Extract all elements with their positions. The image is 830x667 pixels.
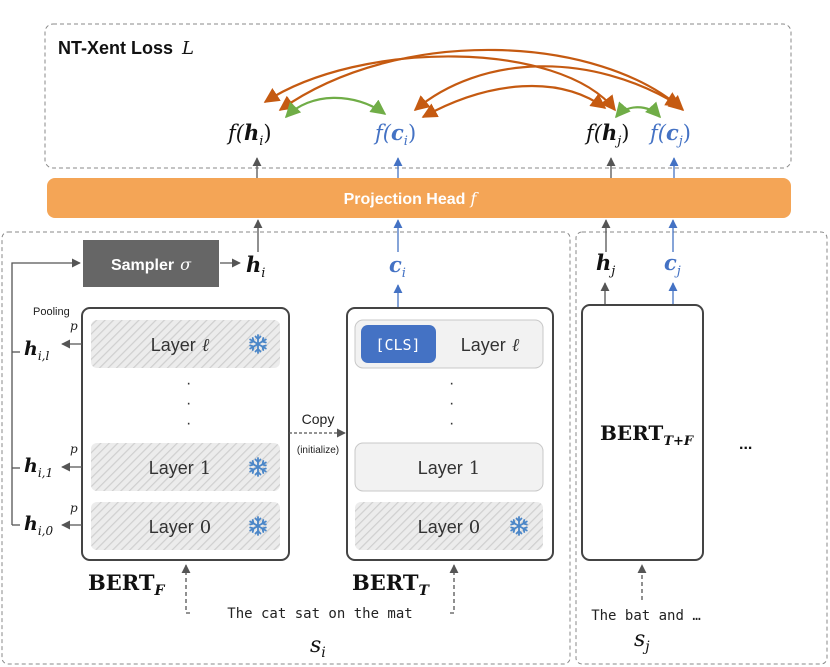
- bert-f-vdots: ·: [186, 375, 191, 392]
- output-h-i: hi: [246, 252, 265, 281]
- bert-t-label: BERTT: [352, 570, 430, 599]
- projection-head: [47, 178, 791, 218]
- pooling-p-l: p: [70, 319, 78, 333]
- copy-label: Copy: [302, 411, 335, 427]
- bert-f-layer-l: [91, 320, 280, 368]
- pooling-label: Pooling: [33, 306, 70, 318]
- pooled-h-i0: hi,0: [24, 513, 53, 538]
- bert-t-box: [346, 307, 554, 561]
- bert-t-vdots-3: ·: [449, 415, 454, 432]
- term-f-hj: f(hj): [584, 120, 629, 149]
- right-encoder-box: [575, 231, 828, 665]
- term-f-hi: f(hi): [226, 120, 272, 149]
- bert-f-box: [81, 307, 290, 561]
- term-f-cj: f(cj): [648, 120, 691, 149]
- output-c-i: ci: [389, 252, 406, 281]
- term-f-ci: f(ci): [373, 120, 416, 149]
- bert-f-layer-1: [91, 443, 280, 491]
- bert-t-layer-0: [355, 502, 543, 550]
- pooled-h-i1: hi,1: [24, 455, 53, 480]
- ellipsis: ...: [739, 436, 752, 453]
- sampler-box: [83, 240, 219, 287]
- loss-symbol: L: [181, 38, 194, 59]
- loss-title: NT-Xent Loss L: [58, 38, 194, 59]
- sentence-i-text: The cat sat on the mat: [227, 606, 412, 622]
- pooling-to-sampler-line: [11, 258, 81, 525]
- bert-tf-box: [581, 304, 704, 561]
- pooled-h-il: hi,l: [24, 338, 49, 363]
- bert-t-vdots: ·: [449, 375, 454, 392]
- bert-f-layer-0: [91, 502, 280, 550]
- cls-token-label: [CLS]: [375, 336, 420, 354]
- output-c-j: cj: [664, 250, 681, 279]
- bert-f-label: BERTF: [88, 570, 165, 599]
- cls-token: [361, 325, 436, 363]
- sentence-i-line-left: [181, 564, 191, 614]
- sentence-j-text: The bat and …: [591, 608, 701, 624]
- sentence-i-line-right: [449, 564, 459, 614]
- pooling-p-1: p: [70, 442, 78, 456]
- loss-box: [44, 23, 792, 169]
- bert-t-layer-1: [354, 442, 544, 492]
- negative-pair-arcs: [263, 48, 685, 118]
- output-h-j: hj: [596, 250, 615, 279]
- bert-t-vdots-2: ·: [449, 395, 454, 412]
- bert-f-vdots-2: ·: [186, 395, 191, 412]
- sentence-i-symbol: si: [310, 633, 326, 661]
- copy-note: (initialize): [297, 445, 339, 456]
- bert-f-vdots-3: ·: [186, 415, 191, 432]
- positive-pair-arcs: [284, 96, 662, 119]
- sentence-j-symbol: sj: [634, 627, 650, 655]
- bert-tf-label: BERTT+F: [600, 421, 694, 449]
- pooling-p-0: p: [70, 501, 78, 515]
